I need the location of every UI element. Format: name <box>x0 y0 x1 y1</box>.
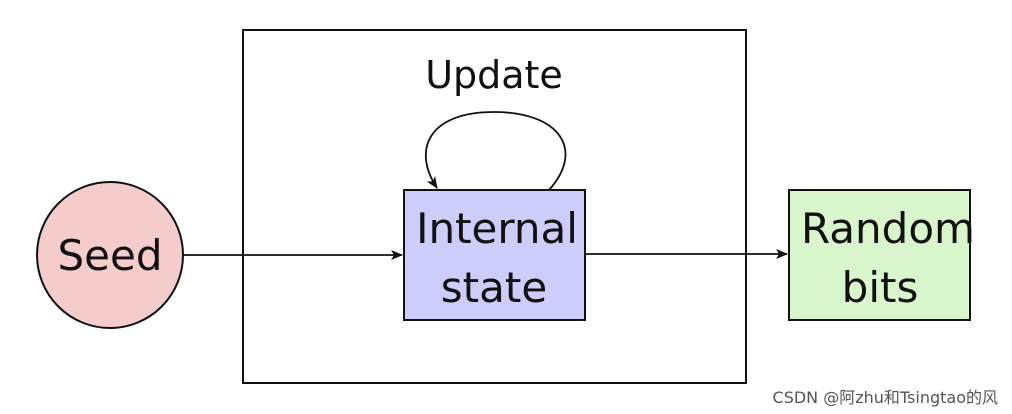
watermark-text: CSDN @阿zhu和Tsingtao的风 <box>772 388 998 407</box>
update-box <box>242 29 747 384</box>
internal-state-label-line1: Internal <box>416 204 578 253</box>
random-bits-label-line2: bits <box>842 263 919 312</box>
random-bits-label-line1: Random <box>801 204 975 253</box>
internal-state-node <box>403 189 586 321</box>
seed-label: Seed <box>58 231 163 280</box>
internal-state-label-line2: state <box>441 263 547 312</box>
update-label: Update <box>425 53 563 97</box>
random-bits-node <box>788 189 971 321</box>
update-loop-arrow <box>424 111 567 191</box>
